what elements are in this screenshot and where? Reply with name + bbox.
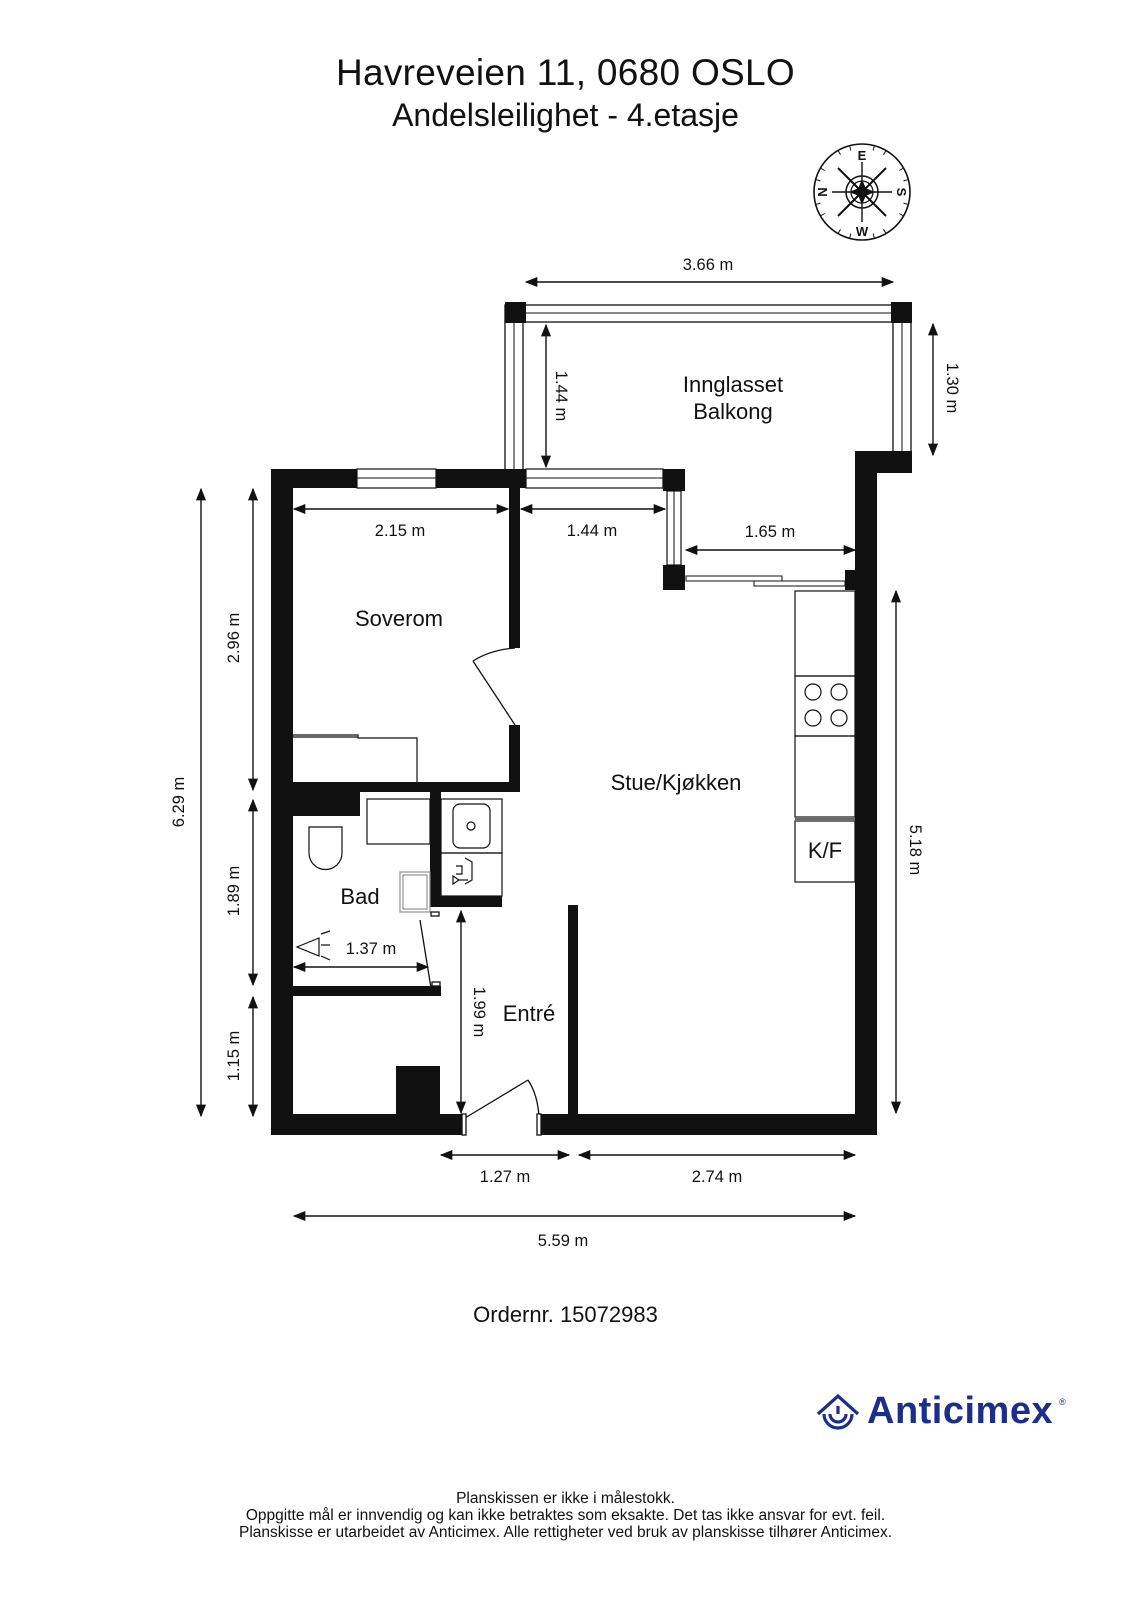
dim-total-height: 6.29 m xyxy=(170,777,188,827)
kitchen-sink-icon xyxy=(440,798,503,854)
dim-balcony-right: 1.30 m xyxy=(943,363,961,413)
washer-space xyxy=(366,798,431,845)
dim-total-width: 5.59 m xyxy=(538,1232,588,1250)
entrance-door[interactable] xyxy=(461,1079,542,1136)
room-label-balcony-2: Balkong xyxy=(693,399,773,424)
room-label-entrance: Entré xyxy=(503,1001,556,1026)
dim-living-height: 5.18 m xyxy=(906,825,924,875)
compass-north-label: N xyxy=(815,187,830,196)
room-label-bathroom: Bad xyxy=(340,884,379,909)
room-label-balcony-1: Innglasset xyxy=(683,372,783,397)
dim-bedroom-width: 2.15 m xyxy=(375,522,425,540)
room-label-bedroom: Soverom xyxy=(355,606,443,631)
stove-icon xyxy=(804,683,848,727)
exterior-walls xyxy=(271,451,877,1135)
dim-balcony-depth: 1.44 m xyxy=(552,371,570,421)
dimension-lines xyxy=(195,276,939,1222)
windows xyxy=(356,468,846,587)
compass-rose-icon: E W N S xyxy=(813,143,911,241)
toilet-icon xyxy=(308,826,343,871)
dim-bottom-right: 2.74 m xyxy=(692,1168,742,1186)
order-number-text: Ordernr. 15072983 xyxy=(473,1302,658,1327)
room-label-fridge: K/F xyxy=(808,838,842,863)
dim-entrance-depth: 1.99 m xyxy=(470,987,488,1037)
dim-bottom-left: 1.27 m xyxy=(480,1168,530,1186)
bathroom-door[interactable] xyxy=(419,911,441,989)
dim-living-top-right: 1.65 m xyxy=(745,523,795,541)
disclaimer: Planskissen er ikke i målestokk. Oppgitt… xyxy=(0,1490,1131,1541)
compass-south-label: S xyxy=(894,188,909,197)
dim-bath-width: 1.37 m xyxy=(346,940,396,958)
compass-east-label: E xyxy=(858,148,867,163)
room-label-living-kitchen: Stue/Kjøkken xyxy=(611,770,742,795)
dim-bedroom-height: 2.96 m xyxy=(225,613,243,663)
dim-living-top-left: 1.44 m xyxy=(567,522,617,540)
kitchen-counter xyxy=(794,590,858,883)
dim-storage-height: 1.15 m xyxy=(225,1031,243,1081)
interior-walls xyxy=(271,469,578,1118)
order-number: Ordernr. 15072983 xyxy=(0,1302,1131,1328)
address-title: Havreveien 11, 0680 OSLO xyxy=(335,52,795,93)
floor-subtitle: Andelsleilighet - 4.etasje xyxy=(392,97,739,133)
registered-mark: ® xyxy=(1059,1396,1066,1407)
anticimex-house-spiral-icon xyxy=(816,1393,860,1430)
compass-west-label: W xyxy=(856,224,869,239)
disclaimer-line-2: Oppgitte mål er innvendig og kan ikke be… xyxy=(245,1507,886,1524)
disclaimer-line-1: Planskissen er ikke i målestokk. xyxy=(456,1490,675,1507)
wardrobe xyxy=(293,734,418,782)
bedroom-door[interactable] xyxy=(472,647,516,726)
dim-bath-height: 1.89 m xyxy=(225,866,243,916)
brand-name: Anticimex xyxy=(867,1390,1054,1432)
anticimex-logo: Anticimex ® xyxy=(815,1390,1066,1433)
dishwasher-icon xyxy=(440,852,503,897)
bath-sink-icon xyxy=(399,871,431,913)
disclaimer-line-3: Planskisse er utarbeidet av Anticimex. A… xyxy=(238,1524,892,1541)
dim-balcony-width: 3.66 m xyxy=(683,256,733,274)
shower-icon xyxy=(295,930,331,961)
